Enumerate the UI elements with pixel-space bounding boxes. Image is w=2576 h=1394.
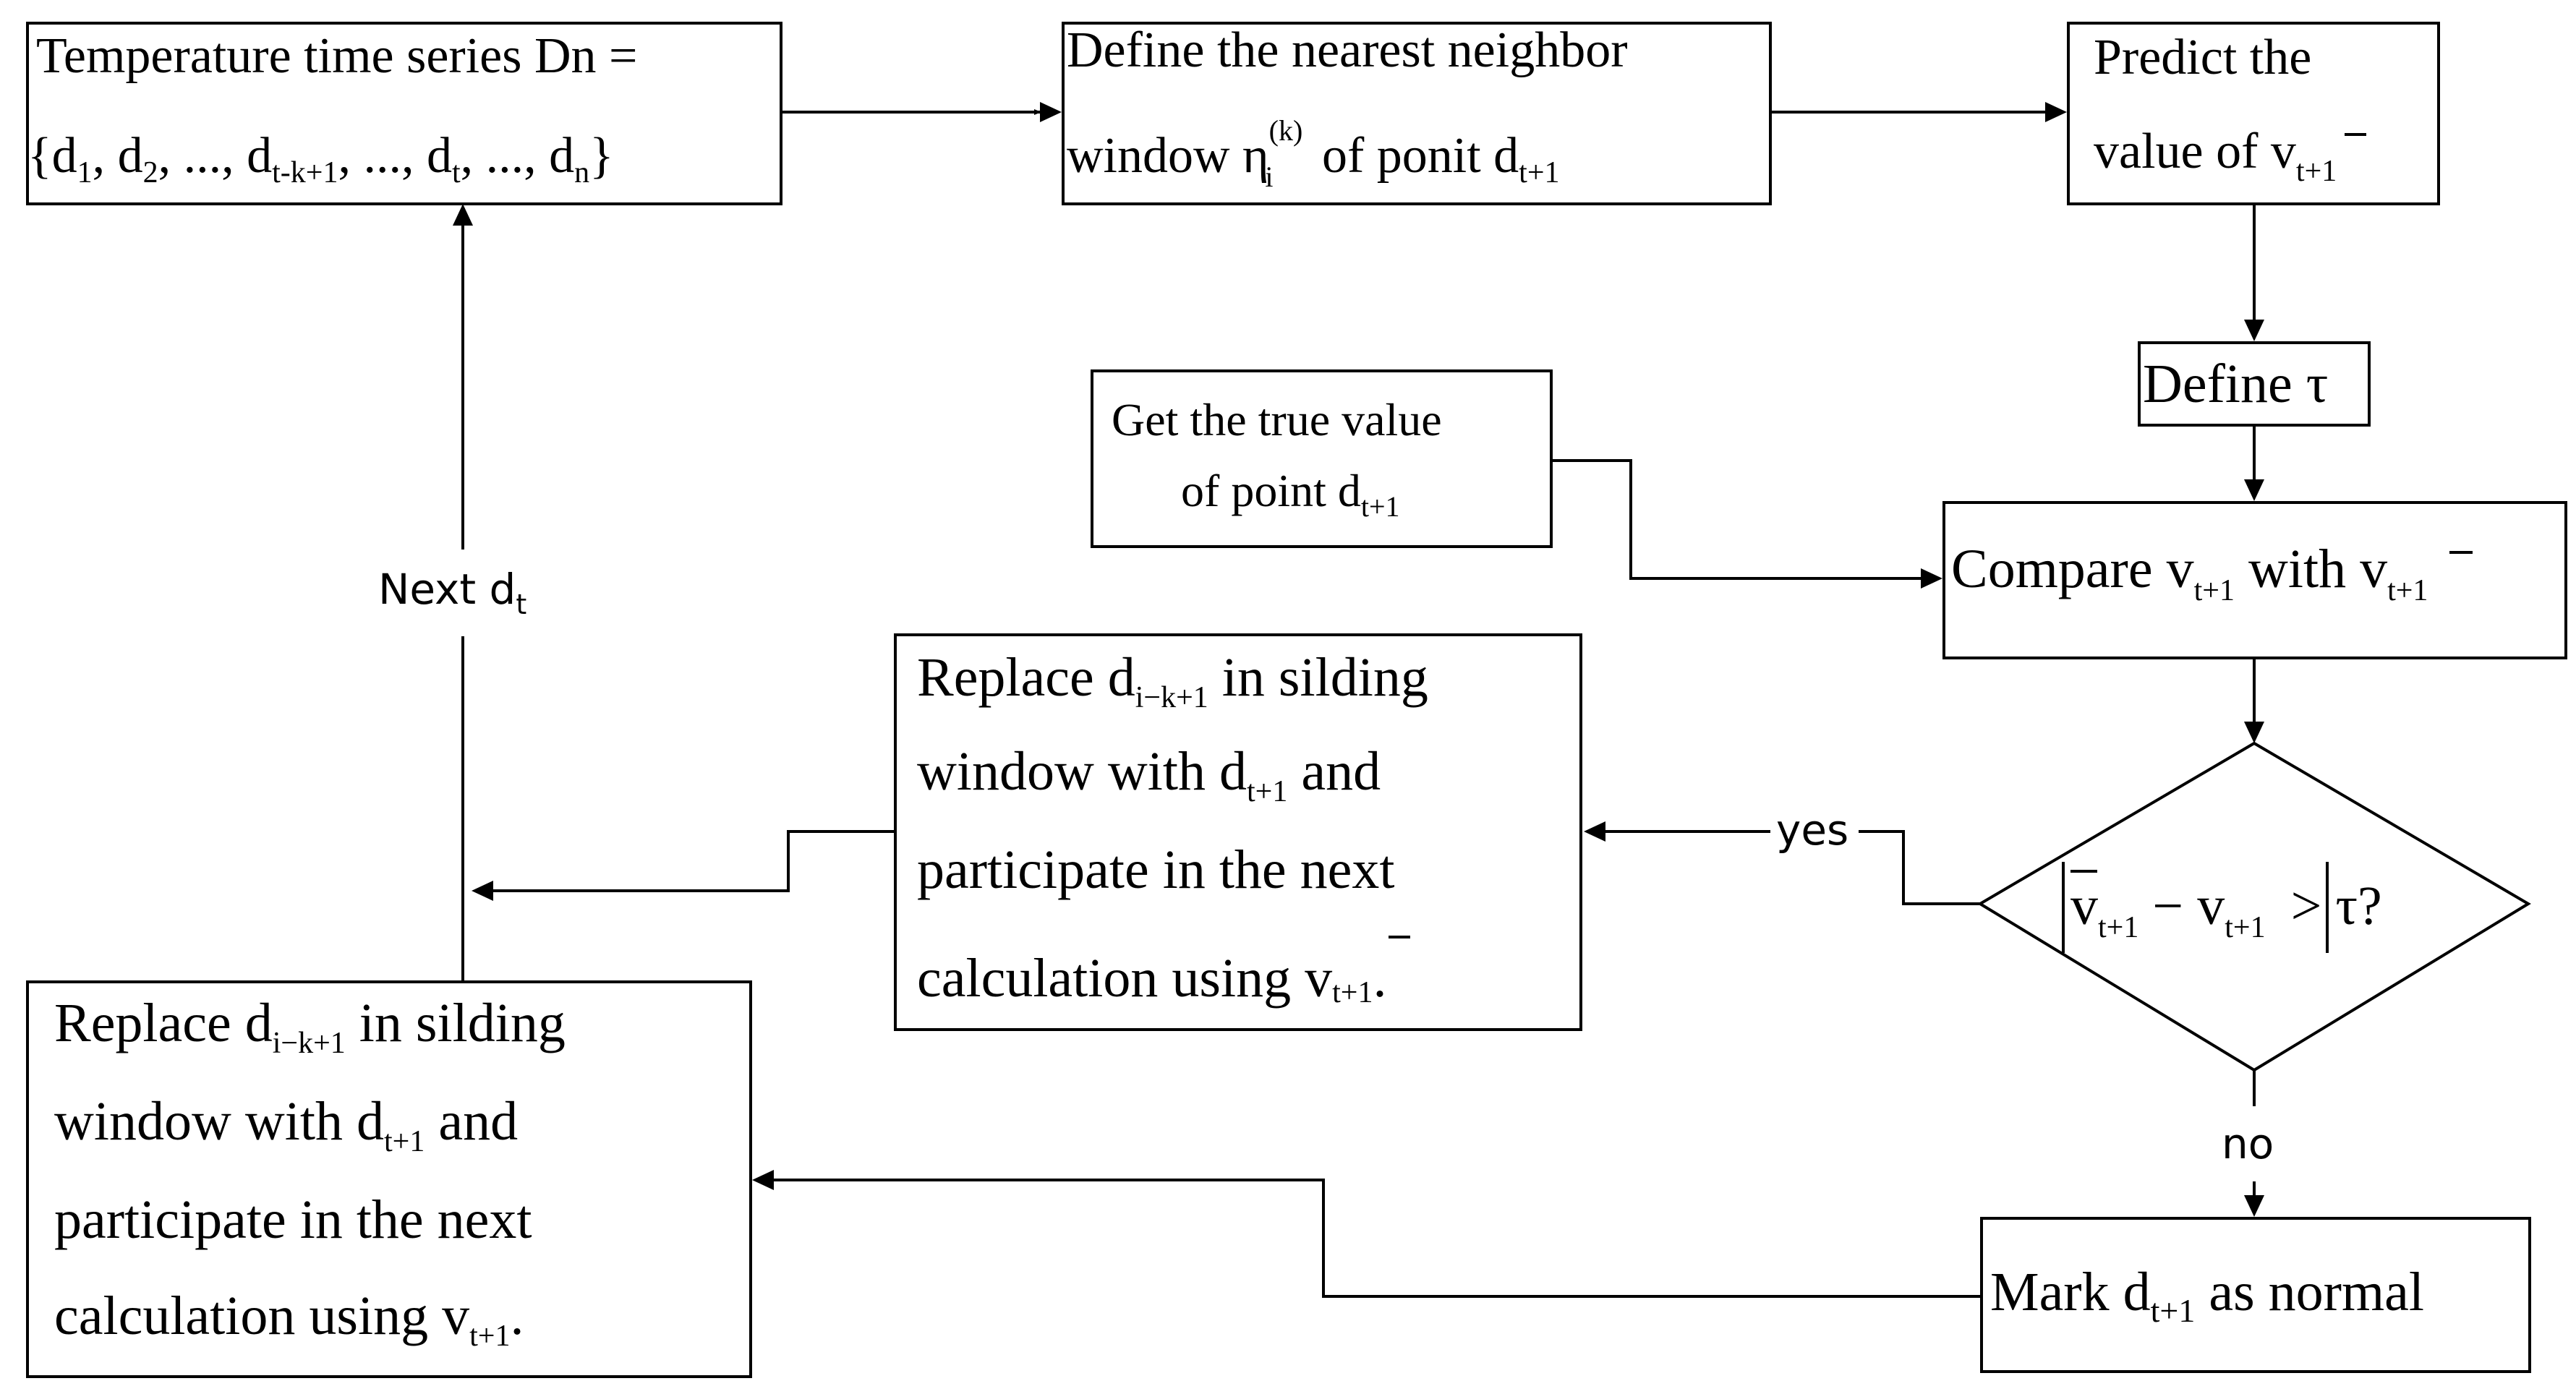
- svg-text:participate in the next: participate in the next: [917, 839, 1395, 900]
- node-mark-normal: Mark dt+1 as normal: [1980, 1217, 2531, 1373]
- predict-line-2: value of vt+1: [2094, 124, 2337, 188]
- arrowhead-to-series: [453, 204, 473, 226]
- svg-text:participate in the next: participate in the next: [54, 1189, 532, 1250]
- decision-label: vt+1 − vt+1 > τ?: [2070, 876, 2382, 944]
- box-true-value: [1091, 369, 1553, 548]
- edge-labels: Next dt yes no: [378, 565, 2274, 1168]
- svg-text:yes: yes: [1776, 805, 1848, 855]
- box-replace-yes: [894, 633, 1582, 1031]
- arrowhead-to-replace-no: [752, 1170, 774, 1190]
- arrowhead-tau-to-compare: [2244, 479, 2264, 501]
- edge-label-yes: yes: [1776, 805, 1848, 855]
- node-nearest-neighbor: Define the nearest neighbor window η(k)i…: [1062, 22, 1772, 205]
- node-replace-no: Replace di−k+1 in silding window with dt…: [26, 980, 752, 1378]
- arrowhead-compare-to-decision: [2244, 722, 2264, 743]
- arrowhead-neighbor-to-predict: [2045, 102, 2067, 122]
- svg-text:Temperature time series Dn =: Temperature time series Dn =: [36, 28, 638, 84]
- replace-yes-line-1: Replace di−k+1 in silding: [917, 647, 1428, 714]
- true-value-line-2: of point dt+1: [1181, 465, 1400, 523]
- neighbor-line-2: window η(k)i of ponit dt+1: [1067, 114, 1560, 193]
- compare-label: Compare vt+1 with vt+1: [1951, 539, 2428, 607]
- replace-no-line-3: participate in the next: [54, 1189, 532, 1250]
- arrowhead-to-mark-normal: [2244, 1195, 2264, 1217]
- arrowhead-to-replace-yes: [1584, 821, 1605, 842]
- box-define-tau: [2138, 341, 2371, 427]
- replace-yes-line-2: window with dt+1 and: [917, 741, 1381, 808]
- edge-decision-to-replace-yes: [1859, 830, 1980, 905]
- mark-normal-label: Mark dt+1 as normal: [1990, 1262, 2424, 1329]
- edge-truevalue-to-compare: [1551, 459, 1922, 580]
- arrowhead-to-loop-line: [472, 881, 493, 901]
- arrowhead-predict-to-tau: [2244, 320, 2264, 341]
- edge-label-no: no: [2222, 1119, 2274, 1168]
- node-temperature-series: Temperature time series Dn = {d1, d2, ..…: [26, 22, 782, 205]
- decision-diamond: [1977, 741, 2531, 1072]
- edge-label-next: Next dt: [378, 565, 526, 620]
- node-compare: Compare vt+1 with vt+1: [1942, 501, 2567, 659]
- svg-text:Define the nearest neighbor: Define the nearest neighbor: [1067, 22, 1628, 78]
- svg-text:Get the true value: Get the true value: [1112, 394, 1442, 445]
- box-nearest-neighbor: [1062, 22, 1772, 205]
- box-temperature-series: [26, 22, 782, 205]
- box-replace-no: [26, 980, 752, 1378]
- series-line-2: {d1, d2, ..., dt-k+1, ..., dt, ..., dn}: [27, 128, 614, 189]
- series-line-1: Temperature time series Dn =: [36, 28, 638, 84]
- box-mark-normal: [1980, 1217, 2531, 1373]
- define-tau-label: Define τ: [2143, 354, 2328, 414]
- arrowhead-truevalue-to-compare: [1921, 568, 1942, 589]
- node-replace-yes: Replace di−k+1 in silding window with dt…: [894, 633, 1582, 1031]
- box-predict: [2067, 22, 2440, 205]
- svg-text:Predict the: Predict the: [2094, 30, 2311, 85]
- box-compare: [1942, 501, 2567, 659]
- node-define-tau: Define τ: [2138, 341, 2371, 427]
- predict-line-1: Predict the: [2094, 30, 2311, 85]
- node-predict: Predict the value of vt+1: [2067, 22, 2440, 205]
- node-true-value: Get the true value of point dt+1: [1091, 369, 1553, 548]
- true-value-line-1: Get the true value: [1112, 394, 1442, 445]
- neighbor-line-1: Define the nearest neighbor: [1067, 22, 1628, 78]
- edges: [453, 102, 2264, 1298]
- node-decision: vt+1 − vt+1 > τ?: [1977, 741, 2531, 1072]
- replace-no-line-1: Replace di−k+1 in silding: [54, 993, 566, 1060]
- svg-text:no: no: [2222, 1119, 2274, 1168]
- replace-no-line-4: calculation using vt+1.: [54, 1286, 524, 1353]
- edge-mark-normal-to-replace-no: [772, 1179, 1982, 1298]
- svg-text:Define τ: Define τ: [2143, 354, 2328, 414]
- replace-no-line-2: window with dt+1 and: [54, 1091, 518, 1158]
- replace-yes-line-3: participate in the next: [917, 839, 1395, 900]
- replace-yes-line-4: calculation using vt+1.: [917, 948, 1386, 1009]
- edge-replace-yes-to-loop: [492, 830, 895, 892]
- arrowhead-series-to-neighbor: [1040, 102, 1062, 122]
